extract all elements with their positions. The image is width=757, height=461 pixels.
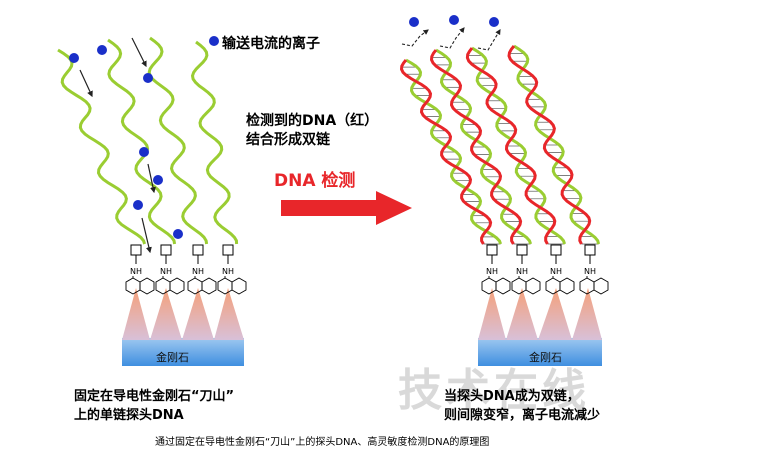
detection-label-line2: 结合形成双链 xyxy=(246,132,330,148)
linker-molecule: NH xyxy=(579,244,609,295)
probe-strand-right xyxy=(513,44,601,245)
linker-molecule: NH xyxy=(511,244,541,295)
diamond-electrode-right xyxy=(478,288,602,366)
probe-strand-left xyxy=(190,40,239,245)
ion-legend-label: 输送电流的离子 xyxy=(222,36,320,52)
nh-group-label: NH xyxy=(160,267,172,276)
probe-strand-left xyxy=(57,48,147,245)
detection-arrow xyxy=(281,191,412,225)
nh-group-label: NH xyxy=(192,267,204,276)
watermark: 技术在线 xyxy=(398,365,590,416)
nh-group-label: NH xyxy=(550,267,562,276)
left-caption-line2: 上的单链探头DNA xyxy=(74,408,184,423)
probe-strand-left xyxy=(147,36,209,245)
right-caption-line2: 则间隙变窄，离子电流减少 xyxy=(444,408,601,423)
legend-ion-dot xyxy=(209,36,219,46)
double-helix xyxy=(507,44,601,245)
diamond-label-right: 金刚石 xyxy=(529,351,562,364)
nh-group-label: NH xyxy=(130,267,142,276)
probe-strand-right xyxy=(435,48,533,245)
linker-molecule: NH xyxy=(481,244,511,295)
right-caption-line1: 当探头DNA成为双链， xyxy=(444,389,580,404)
diamond-electrode-left xyxy=(122,288,244,366)
ions-left xyxy=(69,37,183,254)
ions-right xyxy=(401,15,501,51)
nh-group-label: NH xyxy=(486,267,498,276)
double-helix xyxy=(465,46,567,245)
probe-strand-right xyxy=(471,46,567,245)
linker-molecule: NH xyxy=(125,244,155,295)
dna-detection-title: DNA 检测 xyxy=(274,171,356,191)
linker-molecule: NH xyxy=(155,244,185,295)
nh-group-label: NH xyxy=(222,267,234,276)
target-strand xyxy=(429,49,523,245)
nh-group-label: NH xyxy=(516,267,528,276)
double-helix xyxy=(429,48,533,245)
probe-strand-left xyxy=(107,38,177,245)
figure-caption: 通过固定在导电性金刚石“刀山”上的探头DNA、高灵敏度检测DNA的原理图 xyxy=(155,437,490,448)
diamond-label-left: 金刚石 xyxy=(156,351,189,364)
linker-molecule: NH xyxy=(217,244,247,295)
left-caption-line1: 固定在导电性金刚石“刀山” xyxy=(74,389,235,404)
detection-label-line1: 检测到的DNA（红） xyxy=(246,113,379,129)
target-strand xyxy=(465,47,557,245)
double-helix xyxy=(399,58,503,245)
linker-molecule: NH xyxy=(545,244,575,295)
nh-group-label: NH xyxy=(584,267,596,276)
target-strand xyxy=(507,45,592,245)
probe-strand-right xyxy=(405,58,503,245)
target-strand xyxy=(399,59,493,245)
linker-molecule: NH xyxy=(187,244,217,295)
